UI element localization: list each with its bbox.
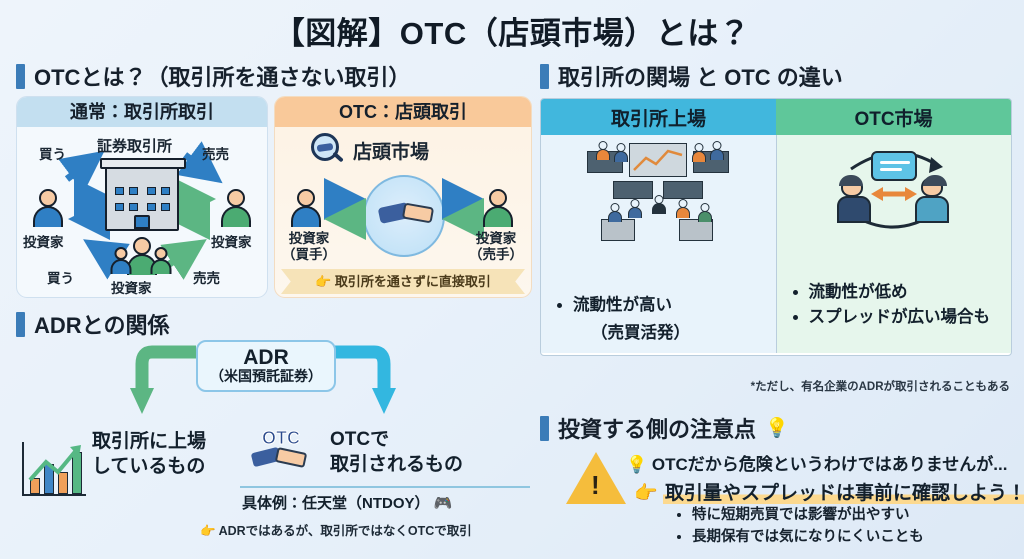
label-sell-bottom: 売売 xyxy=(193,271,220,286)
section-heading-label: 投資する側の注意点 xyxy=(558,417,757,442)
panel-exchange-header: 通常：取引所取引 xyxy=(17,97,267,127)
otc-bullet-list: 流動性が低め スプレッドが広い場合も xyxy=(791,281,1004,331)
list-item: 流動性が低め xyxy=(809,281,1004,304)
investor-left-icon xyxy=(31,189,65,229)
section-heading-adr: ADRとの関係 xyxy=(16,308,169,340)
investor-seller-icon xyxy=(481,189,515,229)
adr-subtitle: （米国預託証券） xyxy=(210,368,322,385)
two-party-negotiation-icon xyxy=(819,145,969,245)
section-heading-caution: 投資する側の注意点 💡 xyxy=(540,412,789,444)
comparison-cell-exchange: 流動性が高い （売買活発） xyxy=(541,135,777,353)
list-item: 長期保有では気になりにくいことも xyxy=(692,527,924,549)
pointing-finger-icon: 👉 xyxy=(315,274,332,289)
investor-bottom-left-icon xyxy=(109,247,133,277)
bulb-icon: 💡 xyxy=(626,455,648,474)
pointing-finger-icon: 👉 xyxy=(200,524,216,538)
investor-buyer-icon xyxy=(289,189,323,229)
label-investor-bottom: 投資家 xyxy=(111,281,152,296)
comparison-footnote: *ただし、有名企業のADRが取引されることもある xyxy=(750,381,1010,393)
column-header-exchange: 取引所上場 xyxy=(541,99,776,135)
caution-bullet-list: 特に短期売買では影響が出やすい 長期保有では気になりにくいことも xyxy=(672,505,924,549)
label-otc-market: 店頭市場 xyxy=(353,142,430,163)
comparison-body-row: 流動性が高い （売買活発） xyxy=(541,135,1011,353)
caution-line-1: 💡 OTCだから危険というわけではありませんが... xyxy=(626,455,1008,474)
page-title: 【図解】OTC（店頭市場）とは？ xyxy=(273,16,751,51)
speech-bubble-icon xyxy=(870,151,917,181)
investor-right-icon xyxy=(219,189,253,229)
label-investor-seller: 投資家 （売手） xyxy=(469,231,523,262)
panel-exchange-trading: 通常：取引所取引 買う xyxy=(16,96,268,298)
magnifier-handshake-icon xyxy=(311,133,345,167)
building-door xyxy=(134,215,150,229)
label-investor-right: 投資家 xyxy=(211,235,252,250)
panel-otc-trading: OTC：店頭取引 店頭市場 xyxy=(274,96,532,298)
adr-left-branch-label: 取引所に上場 しているもの xyxy=(92,431,207,477)
bar-chart-growth-icon xyxy=(22,440,88,496)
comparison-cell-otc: 流動性が低め スプレッドが広い場合も xyxy=(776,135,1011,353)
caution-line-2: 👉 取引量やスプレッドは事前に確認しよう！ xyxy=(634,478,1024,505)
accent-bar xyxy=(540,415,549,441)
adr-divider xyxy=(240,486,530,488)
person-left-icon xyxy=(836,175,871,223)
panel-otc-header: OTC：店頭取引 xyxy=(275,97,531,127)
column-header-otc: OTC市場 xyxy=(776,99,1011,135)
section-heading-otc-intro: OTCとは？（取引所を通さない取引） xyxy=(16,60,410,92)
warning-triangle-icon xyxy=(566,452,626,504)
label-buy-top: 買う xyxy=(39,147,66,162)
adr-title: ADR xyxy=(243,346,289,369)
comparison-table: 取引所上場 OTC市場 xyxy=(540,98,1012,356)
section-heading-label: OTCとは？（取引所を通さない取引） xyxy=(34,65,411,90)
exchange-bullet-list: 流動性が高い xyxy=(555,294,768,319)
label-stock-exchange: 証券取引所 xyxy=(97,138,173,155)
list-item: 特に短期売買では影響が出やすい xyxy=(692,505,924,527)
panel-exchange-body: 買う 証券取引所 売売 xyxy=(17,127,267,297)
panel-otc-body: 店頭市場 投資家 xyxy=(275,127,531,297)
lightbulb-icon: 💡 xyxy=(765,418,789,439)
list-item: スプレッドが広い場合も xyxy=(809,306,1004,329)
building-roof xyxy=(100,158,186,169)
accent-bar xyxy=(16,63,25,89)
exchange-subline: （売買活発） xyxy=(591,324,690,342)
exchange-arrow-icon xyxy=(870,187,917,201)
comparison-header-row: 取引所上場 OTC市場 xyxy=(541,99,1011,135)
trading-floor-icon xyxy=(583,141,733,245)
pointing-finger-icon: 👉 xyxy=(634,483,658,504)
gamepad-icon: 🎮 xyxy=(433,495,453,512)
label-sell-top: 売売 xyxy=(202,147,229,162)
person-right-icon xyxy=(914,175,949,223)
otc-badge: OTC xyxy=(262,428,301,449)
otc-ribbon-banner: 👉 取引所を通さずに直接取引 xyxy=(281,269,525,294)
section-heading-comparison: 取引所の関場 と OTC の違い xyxy=(540,60,843,92)
list-item: 流動性が高い xyxy=(573,294,768,317)
adr-note: 👉 ADRではあるが、取引所ではなくOTCで取引 xyxy=(200,524,472,538)
section-heading-label: ADRとの関係 xyxy=(34,313,170,338)
accent-bar xyxy=(16,311,25,337)
stock-exchange-building-icon xyxy=(100,158,186,231)
label-buy-bottom: 買う xyxy=(47,271,74,286)
adr-right-branch-label: OTCで 取引されるもの xyxy=(330,429,464,475)
section-heading-label: 取引所の関場 と OTC の違い xyxy=(558,65,843,90)
growth-arrow xyxy=(28,445,81,482)
investor-bottom-right-icon xyxy=(149,247,173,277)
adr-example: 具体例：任天堂（NTDOY） 🎮 xyxy=(242,495,453,512)
accent-bar xyxy=(540,63,549,89)
otc-market-circle xyxy=(363,175,445,257)
adr-box: ADR （米国預託証券） xyxy=(196,340,336,392)
otc-handshake-icon: OTC xyxy=(248,428,320,478)
label-investor-buyer: 投資家 （買手） xyxy=(282,231,336,262)
label-investor-left: 投資家 xyxy=(23,235,64,250)
